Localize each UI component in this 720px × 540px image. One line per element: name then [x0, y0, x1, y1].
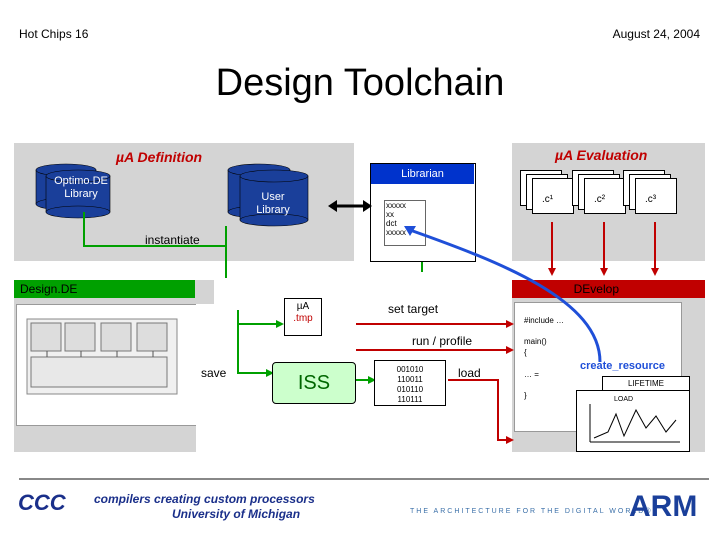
- arm-logo: ARM: [629, 490, 698, 523]
- file-c2-label: .c²: [594, 194, 606, 205]
- load-arrow: [448, 379, 508, 441]
- set-target-label: set target: [388, 302, 439, 316]
- bin-line1: 001010: [396, 365, 424, 374]
- footer-line2: University of Michigan: [172, 507, 301, 521]
- tmp-ext: .tmp: [293, 313, 313, 324]
- load-label: LOAD: [614, 396, 634, 403]
- file-c1-label: .c¹: [542, 194, 554, 205]
- user-library-cylinder: [227, 163, 309, 227]
- file-stack-c1: .c¹: [520, 170, 580, 220]
- lib-line2: xx: [386, 210, 394, 219]
- designde-gap: [196, 304, 214, 452]
- user-line2: Library: [256, 204, 290, 216]
- tmp-doc: µA .tmp: [284, 298, 322, 336]
- tmp-ua: µA: [296, 301, 310, 312]
- load-graph: [589, 404, 680, 443]
- file-stack-c3: .c³: [623, 170, 683, 220]
- lib-line1: xxxxx: [386, 201, 406, 210]
- load-action-label: load: [458, 366, 481, 380]
- designde-canvas: [16, 304, 198, 426]
- slide-title: Design Toolchain: [215, 62, 505, 104]
- optimode-line1: Optimo.DE: [54, 175, 108, 187]
- ccc-logo: CCC: [18, 490, 66, 515]
- bin-line4: 110111: [397, 395, 423, 404]
- footer-line1: compilers creating custom processors: [94, 492, 315, 506]
- header-left: Hot Chips 16: [19, 27, 89, 41]
- lib-line3: dct: [386, 219, 397, 228]
- designde-schematic: [26, 318, 178, 395]
- develop-title-text: DEvelop: [573, 282, 619, 296]
- optimode-line2: Library: [64, 188, 98, 200]
- iss-box: ISS: [272, 362, 356, 404]
- definition-title: µA Definition: [116, 149, 203, 165]
- bin-line2: 110011: [397, 375, 423, 384]
- librarian-title: Librarian: [371, 164, 474, 184]
- instantiate-label: instantiate: [145, 233, 200, 247]
- designde-title: Design.DE: [14, 280, 195, 298]
- evaluation-title: µA Evaluation: [555, 147, 648, 163]
- save-label: save: [201, 366, 227, 380]
- code-assign: … =: [524, 370, 539, 379]
- code-open-brace: {: [524, 348, 527, 357]
- create-resource-label: create_resource: [580, 360, 666, 372]
- footer-rule: [19, 478, 709, 480]
- library-double-arrow: [328, 200, 372, 212]
- optimode-library-cylinder: [35, 163, 111, 219]
- file-stack-c2: .c²: [572, 170, 632, 220]
- develop-title: DEvelop: [512, 280, 705, 298]
- to-tmp-arrow: [237, 310, 278, 325]
- create-resource-curve: [409, 228, 602, 363]
- run-profile-label: run / profile: [412, 334, 473, 348]
- code-include: #include …: [524, 316, 565, 325]
- instantiate-line: [83, 212, 227, 247]
- user-library-label: User Library: [243, 191, 303, 217]
- save-arrow: [237, 324, 268, 374]
- lib-line4: xxxxx: [386, 228, 406, 237]
- bin-line3: 010110: [396, 385, 424, 394]
- binary-doc: 001010 110011 010110 110111: [374, 360, 446, 406]
- code-main: main(): [524, 337, 547, 346]
- file-c3-label: .c³: [645, 194, 657, 205]
- arm-tagline: THE ARCHITECTURE FOR THE DIGITAL WORLD®: [410, 508, 653, 515]
- optimode-library-label: Optimo.DE Library: [45, 175, 117, 201]
- librarian-doc: xxxxx xx dct xxxxx: [384, 200, 426, 246]
- code-close-brace: }: [524, 391, 527, 400]
- header-right: August 24, 2004: [612, 27, 700, 41]
- user-line1: User: [261, 191, 285, 203]
